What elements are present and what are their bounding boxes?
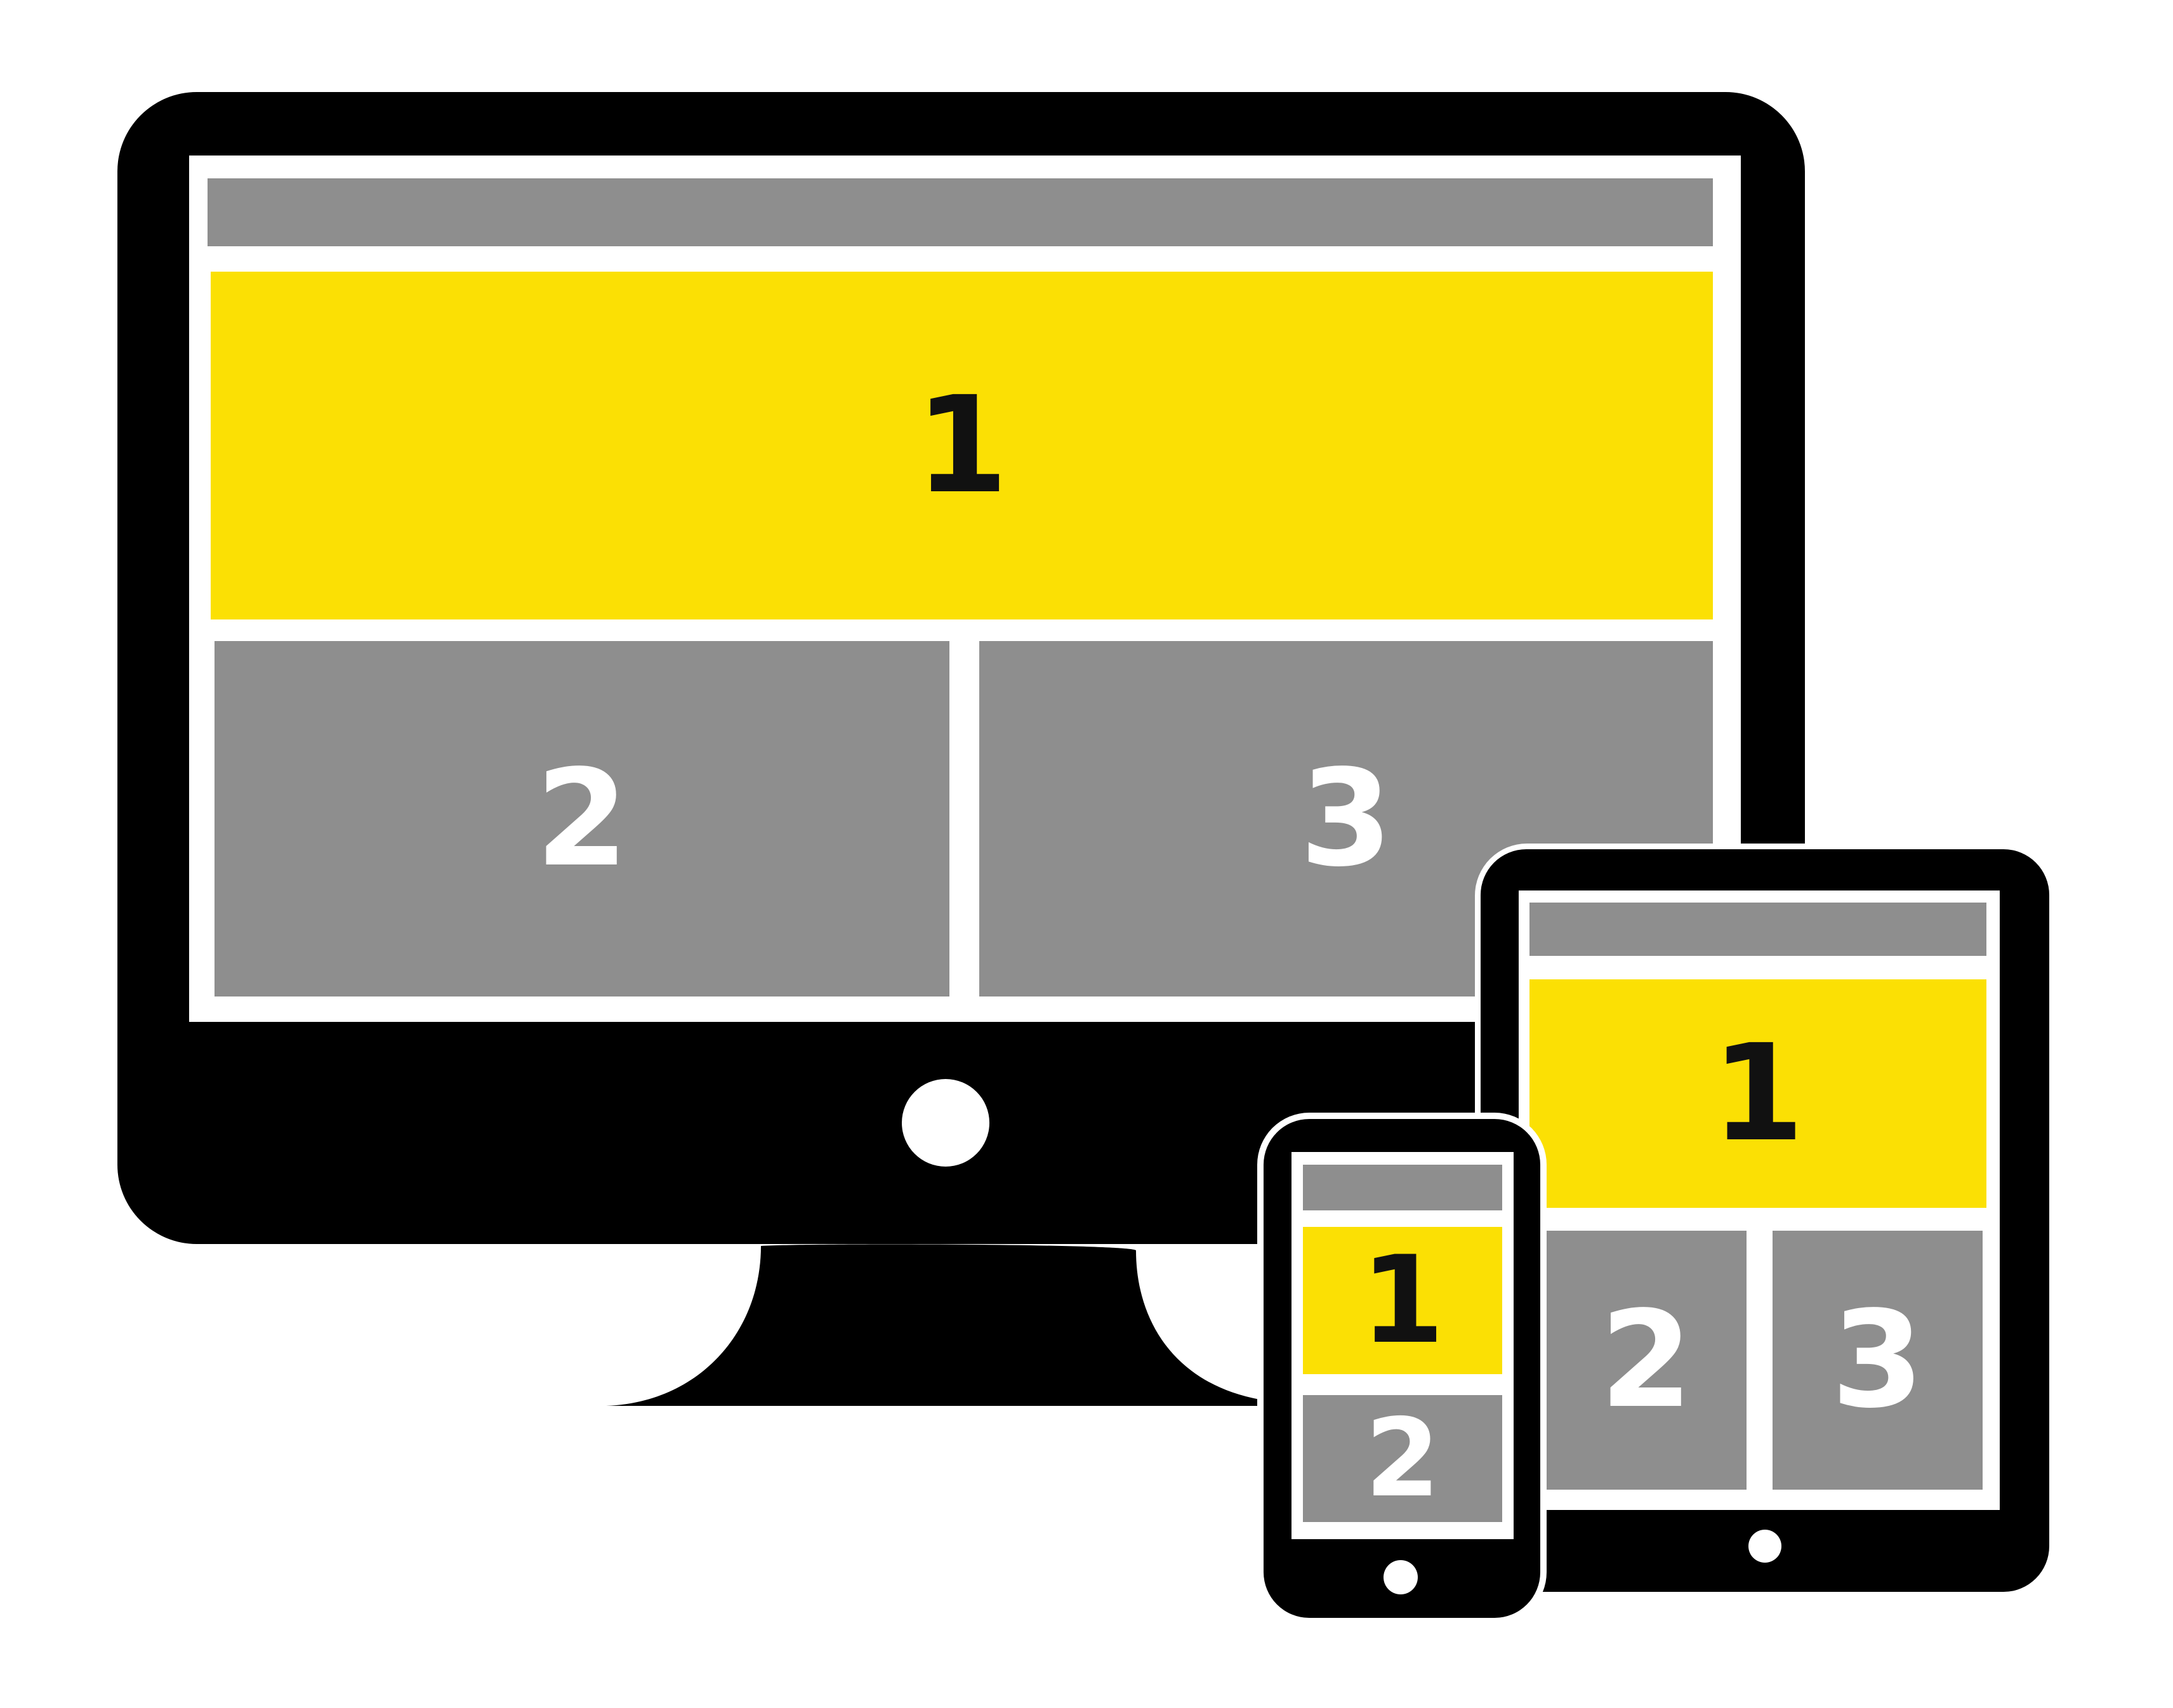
tablet-home-button xyxy=(1748,1530,1781,1563)
phone-home-button xyxy=(1384,1560,1418,1594)
phone-block-1: 1 xyxy=(1303,1227,1502,1374)
desktop-header-block xyxy=(208,178,1713,246)
phone-block-2-label: 2 xyxy=(1364,1396,1441,1521)
tablet-block-1-label: 1 xyxy=(1711,1016,1805,1171)
desktop-block-3-label: 3 xyxy=(1299,741,1393,896)
tablet-block-3-label: 3 xyxy=(1831,1282,1924,1438)
tablet-block-2: 2 xyxy=(1546,1231,1747,1490)
tablet-header-block xyxy=(1529,903,1986,956)
phone-block-2: 2 xyxy=(1303,1395,1502,1522)
desktop-power-button xyxy=(902,1079,989,1167)
tablet-block-2-label: 2 xyxy=(1599,1282,1693,1438)
desktop-block-1-label: 1 xyxy=(915,367,1008,523)
tablet-block-3: 3 xyxy=(1773,1231,1983,1490)
tablet-block-1: 1 xyxy=(1529,979,1986,1208)
phone-header-block xyxy=(1303,1165,1502,1210)
desktop-block-2-label: 2 xyxy=(535,741,629,896)
desktop-block-3: 3 xyxy=(979,641,1713,996)
desktop-block-1: 1 xyxy=(211,272,1713,619)
phone-block-1-label: 1 xyxy=(1360,1230,1445,1370)
desktop-block-2: 2 xyxy=(215,641,949,996)
